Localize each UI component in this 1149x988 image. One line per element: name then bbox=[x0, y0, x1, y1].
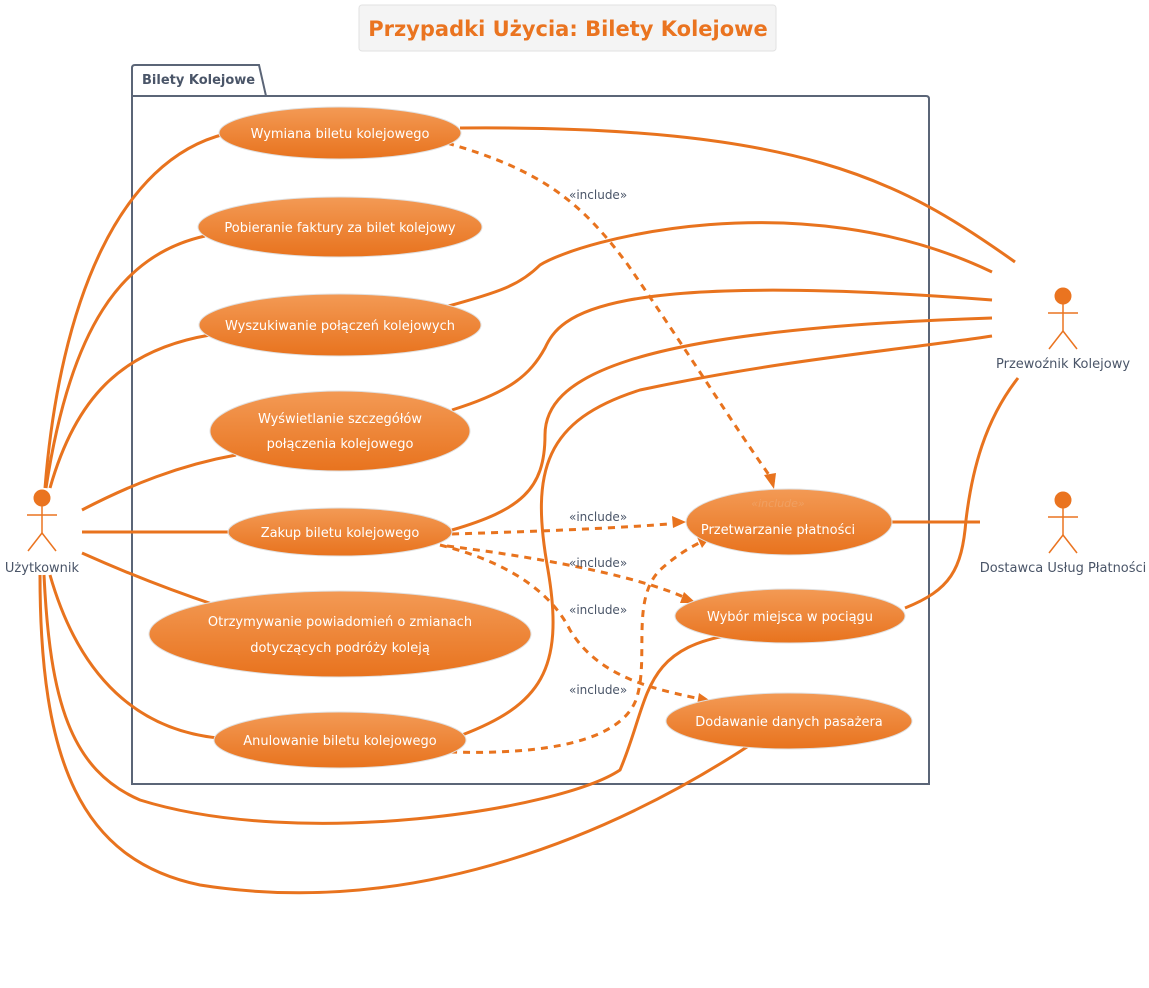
use-case-notifications-label-line1: Otrzymywanie powiadomień o zmianach bbox=[208, 615, 472, 630]
include-label-purchase-seat: «include» bbox=[569, 556, 627, 570]
assoc-user-cancel bbox=[48, 574, 219, 740]
actor-user[interactable]: Użytkownik bbox=[5, 489, 80, 576]
actor-carrier-label: Przewoźnik Kolejowy bbox=[996, 357, 1130, 372]
assoc-purchase-carrier bbox=[451, 316, 993, 532]
use-case-invoice-label: Pobieranie faktury za bilet kolejowy bbox=[224, 221, 456, 236]
use-case-purchase-label: Zakup biletu kolejowego bbox=[261, 526, 420, 541]
use-case-details-label-line1: Wyświetlanie szczegółów bbox=[258, 412, 422, 427]
include-label-exchange: «include» bbox=[569, 188, 627, 202]
use-case-details-label-line2: połączenia kolejowego bbox=[267, 437, 414, 452]
include-purchase-passenger bbox=[439, 543, 706, 702]
actor-payment-provider-label: Dostawca Usług Płatności bbox=[980, 561, 1147, 576]
include-label-cancel-payment: «include» bbox=[569, 683, 627, 697]
assoc-user-exchange bbox=[43, 132, 226, 489]
arrowhead-purchase-payment bbox=[672, 516, 686, 528]
use-case-exchange-label: Wymiana biletu kolejowego bbox=[251, 127, 430, 142]
assoc-exchange-carrier bbox=[459, 126, 1016, 264]
use-case-payment[interactable]: «include» Przetwarzanie płatności bbox=[685, 488, 893, 556]
diagram-title-text: Przypadki Użycia: Bilety Kolejowe bbox=[368, 17, 768, 41]
use-case-details[interactable]: Wyświetlanie szczegółów połączenia kolej… bbox=[209, 390, 471, 472]
assoc-cancel-carrier bbox=[461, 334, 993, 737]
user-associations bbox=[38, 132, 751, 895]
assoc-search-carrier bbox=[444, 221, 993, 309]
carrier-associations bbox=[444, 126, 1020, 737]
diagram-title: Przypadki Użycia: Bilety Kolejowe bbox=[358, 4, 777, 52]
use-case-payment-stereotype: «include» bbox=[751, 497, 805, 510]
arrowhead-exchange-payment bbox=[764, 473, 776, 489]
use-case-seat-label: Wybór miejsca w pociągu bbox=[707, 610, 873, 625]
actor-user-label: Użytkownik bbox=[5, 561, 80, 576]
use-case-exchange[interactable]: Wymiana biletu kolejowego bbox=[218, 106, 462, 160]
assoc-user-passenger bbox=[38, 574, 751, 895]
assoc-details-carrier bbox=[451, 288, 993, 412]
use-case-cancel[interactable]: Anulowanie biletu kolejowego bbox=[213, 711, 467, 769]
use-case-payment-label: Przetwarzanie płatności bbox=[701, 523, 855, 538]
use-case-purchase[interactable]: Zakup biletu kolejowego bbox=[227, 507, 453, 557]
assoc-user-notifications bbox=[81, 551, 216, 607]
use-case-cancel-label: Anulowanie biletu kolejowego bbox=[243, 734, 437, 749]
use-case-passenger[interactable]: Dodawanie danych pasażera bbox=[665, 692, 913, 750]
include-purchase-payment bbox=[451, 521, 683, 536]
use-case-passenger-label: Dodawanie danych pasażera bbox=[695, 715, 883, 730]
use-case-invoice[interactable]: Pobieranie faktury za bilet kolejowy bbox=[197, 196, 483, 258]
include-cancel-payment bbox=[449, 538, 706, 754]
assoc-seat-carrier bbox=[904, 377, 1020, 610]
assoc-user-seat bbox=[42, 574, 731, 825]
actor-user-figure-icon bbox=[27, 489, 57, 552]
include-label-purchase-passenger: «include» bbox=[569, 603, 627, 617]
assoc-user-details bbox=[81, 453, 237, 512]
assoc-user-invoice bbox=[44, 234, 206, 489]
package-frame: Bilety Kolejowe bbox=[131, 64, 930, 785]
use-case-notifications-label-line2: dotyczących podróży koleją bbox=[250, 641, 430, 656]
use-case-search-label: Wyszukiwanie połączeń kolejowych bbox=[225, 319, 455, 334]
use-case-seat[interactable]: Wybór miejsca w pociągu bbox=[674, 588, 906, 644]
use-case-search[interactable]: Wyszukiwanie połączeń kolejowych bbox=[198, 293, 482, 357]
actor-payment-provider-figure-icon bbox=[1048, 491, 1078, 554]
arrowhead-purchase-seat bbox=[680, 592, 696, 603]
package-label: Bilety Kolejowe bbox=[142, 73, 255, 88]
include-label-purchase-payment: «include» bbox=[569, 510, 627, 524]
actor-carrier-figure-icon bbox=[1048, 287, 1078, 350]
include-purchase-seat bbox=[446, 544, 691, 602]
use-case-notifications[interactable]: Otrzymywanie powiadomień o zmianach doty… bbox=[148, 590, 532, 678]
include-labels: «include» «include» «include» «include» … bbox=[569, 188, 627, 697]
actor-payment-provider[interactable]: Dostawca Usług Płatności bbox=[980, 491, 1147, 576]
actor-carrier[interactable]: Przewoźnik Kolejowy bbox=[996, 287, 1130, 372]
assoc-user-search bbox=[48, 333, 211, 489]
include-exchange-payment bbox=[446, 141, 776, 483]
